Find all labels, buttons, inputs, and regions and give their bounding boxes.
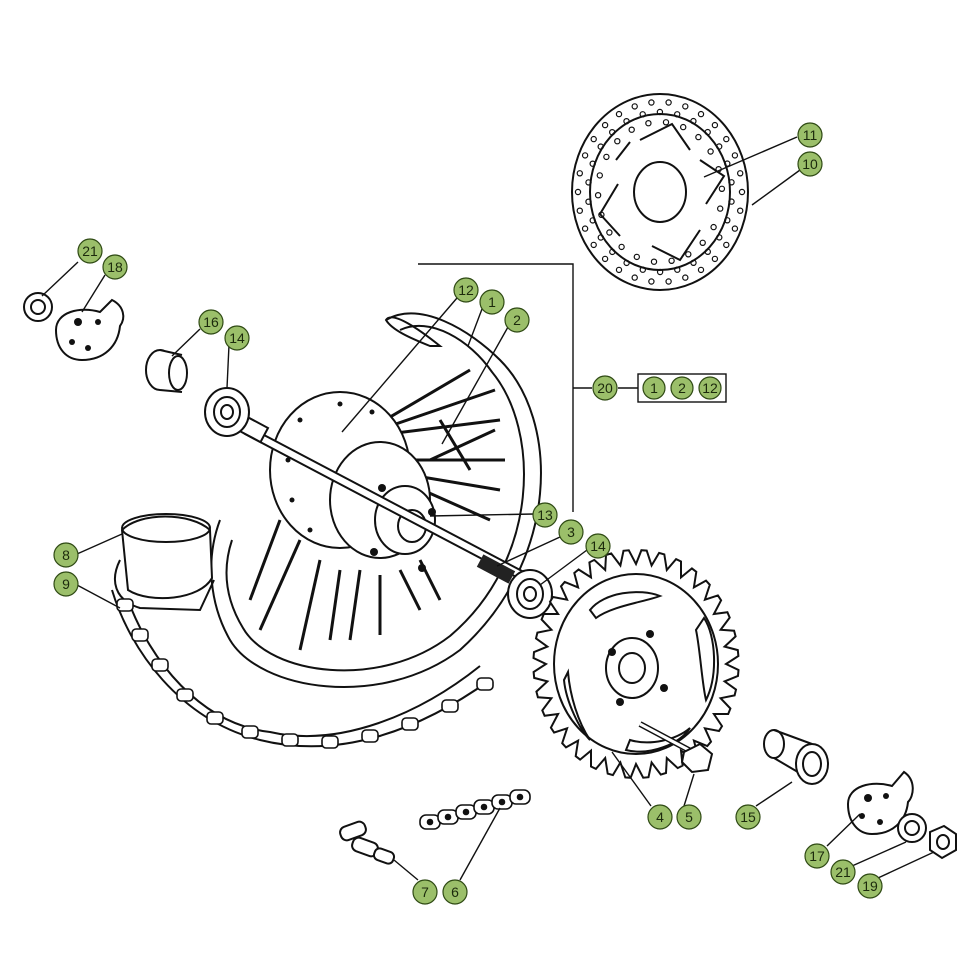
callout-12-label: 12 [458,282,474,298]
bushing-16 [145,349,188,393]
callout-14-left-label: 14 [229,330,245,346]
callout-12: 12 [453,277,479,303]
callout-18: 18 [102,254,128,280]
kit-callout-12: 12 [698,376,722,400]
callout-5: 5 [676,804,702,830]
callout-3-label: 3 [567,524,575,540]
callout-13-label: 13 [537,507,553,523]
callout-14-left: 14 [224,325,250,351]
callout-16-label: 16 [203,314,219,330]
callout-9: 9 [53,571,79,597]
callouts: 11 10 21 18 12 1 2 16 14 20 1 2 12 13 3 … [53,122,883,905]
callout-16: 16 [198,309,224,335]
callout-8-label: 8 [62,547,70,563]
callout-3: 3 [558,519,584,545]
bushing-15 [763,729,829,785]
spacer [476,554,516,584]
callout-6-label: 6 [451,884,459,900]
kit-callout-2-label: 2 [678,380,686,396]
callout-11: 11 [797,122,823,148]
callout-7: 7 [412,879,438,905]
brake-disc [571,93,749,291]
callout-17-label: 17 [809,848,825,864]
callout-18-label: 18 [107,259,123,275]
bearing-right [507,569,553,619]
callout-2-label: 2 [513,312,521,328]
master-link [339,820,396,865]
callout-14-right-label: 14 [590,538,606,554]
callout-15: 15 [735,804,761,830]
callout-21-right: 21 [830,859,856,885]
callout-7-label: 7 [421,884,429,900]
callout-4: 4 [647,804,673,830]
callout-1: 1 [479,289,505,315]
washer-right [897,813,927,843]
callout-20: 20 [592,375,618,401]
wheel-rim [210,312,542,688]
sprocket-bolt [638,721,714,774]
callout-9-label: 9 [62,576,70,592]
kit-callout-1: 1 [642,376,666,400]
drive-chain [111,589,494,749]
chain-guide [113,513,215,612]
bearing-left [204,387,250,437]
callout-19-label: 19 [862,878,878,894]
callout-1-label: 1 [488,294,496,310]
callout-4-label: 4 [656,809,664,825]
callout-14-right: 14 [585,533,611,559]
callout-2: 2 [504,307,530,333]
callout-5-label: 5 [685,809,693,825]
callout-11-label: 11 [803,127,818,143]
chain-segment [419,789,531,830]
callout-17: 17 [804,843,830,869]
callout-21-left-label: 21 [82,243,98,259]
callout-19: 19 [857,873,883,899]
callout-15-label: 15 [740,809,756,825]
callout-21-right-label: 21 [835,864,851,880]
callout-6: 6 [442,879,468,905]
chain-adjuster-right [846,770,914,836]
kit-callout-2: 2 [670,376,694,400]
callout-10-label: 10 [802,156,818,172]
callout-21-left: 21 [77,238,103,264]
callout-8: 8 [53,542,79,568]
axle-nut [929,824,957,860]
chain-adjuster-left [54,298,125,362]
sprocket [532,549,740,779]
callout-13: 13 [532,502,558,528]
kit-callout-12-label: 12 [702,380,718,396]
washer-left [23,292,53,322]
leader-lines [41,136,935,881]
kit-callout-1-label: 1 [650,380,658,396]
callout-20-label: 20 [597,380,613,396]
callout-10: 10 [797,151,823,177]
